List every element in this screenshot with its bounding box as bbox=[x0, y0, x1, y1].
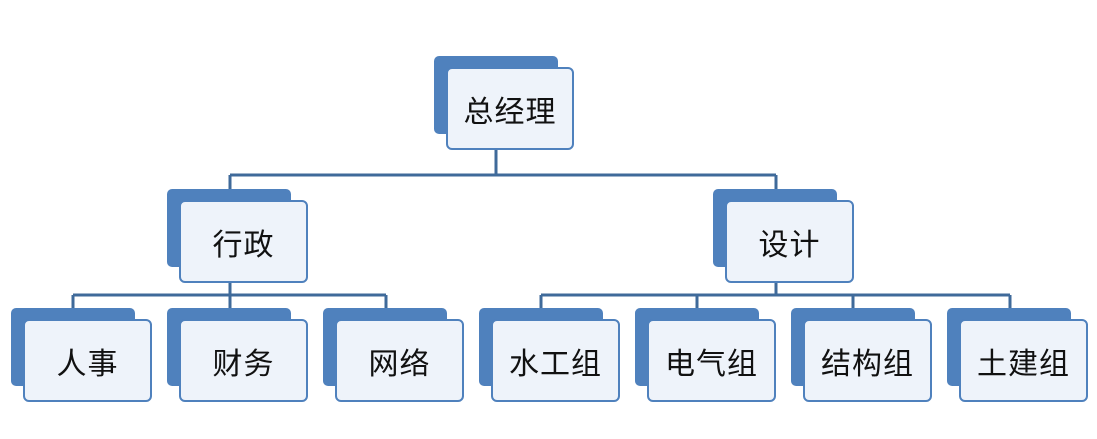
node-civil-label: 土建组 bbox=[959, 319, 1088, 402]
node-electric-label: 电气组 bbox=[647, 319, 776, 402]
node-admin-label: 行政 bbox=[179, 200, 308, 283]
node-water-label: 水工组 bbox=[491, 319, 620, 402]
node-design-label: 设计 bbox=[725, 200, 854, 283]
node-structure-label: 结构组 bbox=[803, 319, 932, 402]
node-hr-label: 人事 bbox=[23, 319, 152, 402]
node-finance-label: 财务 bbox=[179, 319, 308, 402]
node-network-label: 网络 bbox=[335, 319, 464, 402]
node-ceo-label: 总经理 bbox=[446, 67, 574, 150]
